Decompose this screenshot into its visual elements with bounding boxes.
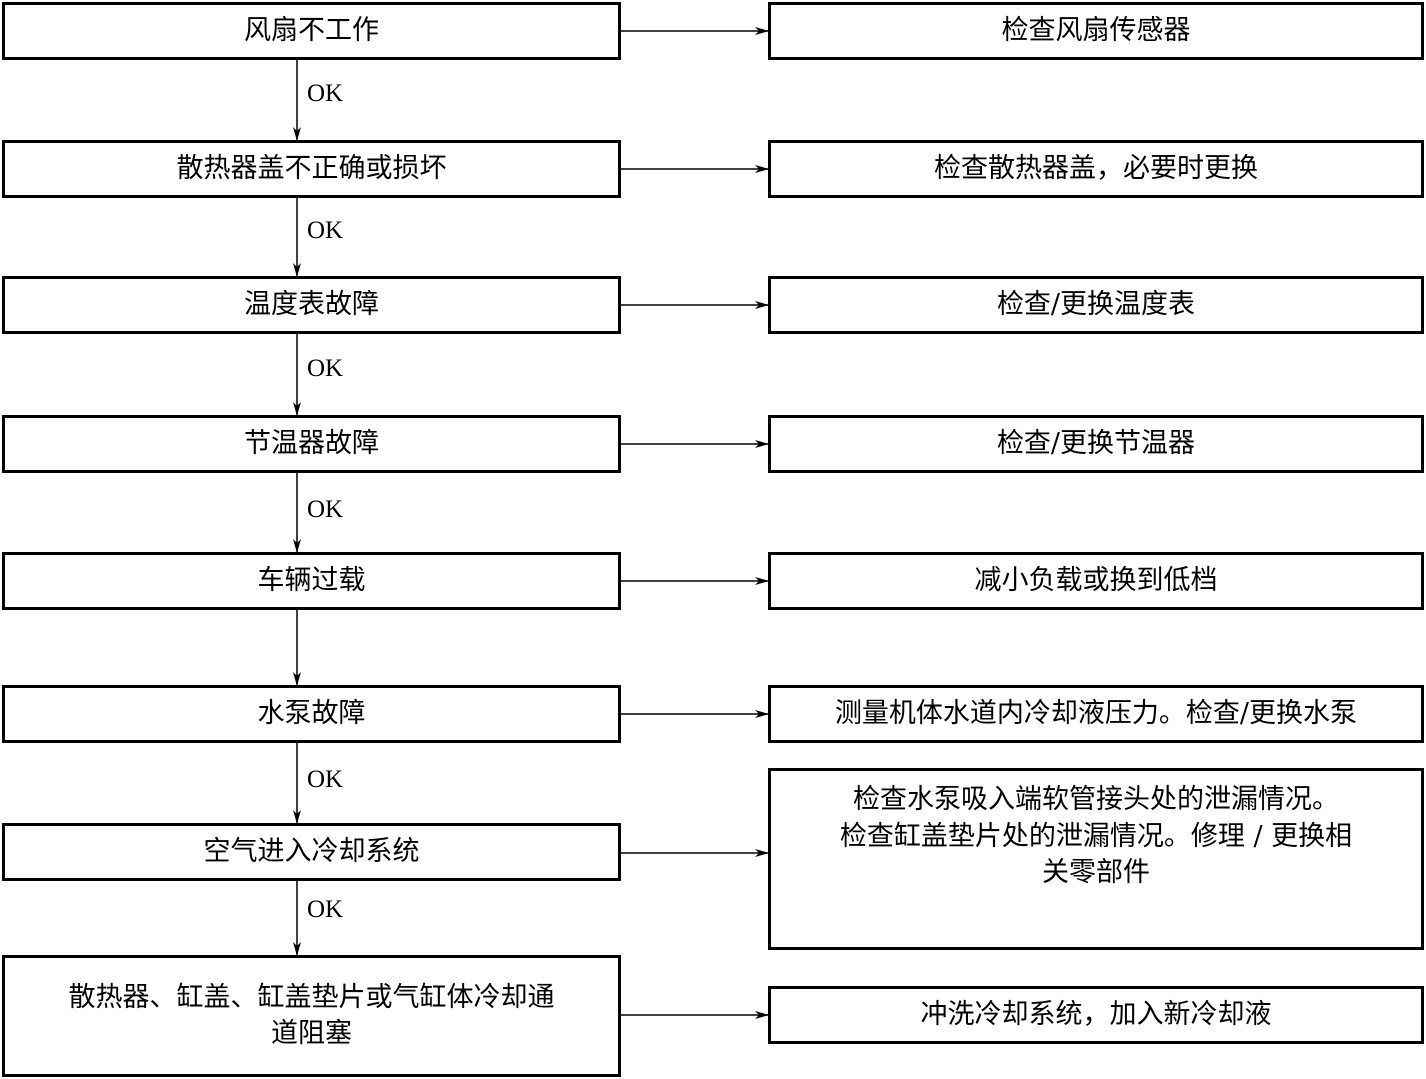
cause-box-fan: 风扇不工作 — [2, 2, 621, 60]
cause-text: 风扇不工作 — [244, 14, 379, 46]
cause-box-thermostat: 节温器故障 — [2, 415, 621, 473]
cause-box-water-pump: 水泵故障 — [2, 685, 621, 743]
action-box-water-pump: 测量机体水道内冷却液压力。检查/更换水泵 — [768, 685, 1424, 743]
cause-text: 散热器、缸盖、缸盖垫片或气缸体冷却通 道阻塞 — [68, 981, 555, 1049]
cause-box-air-in-system: 空气进入冷却系统 — [2, 823, 621, 881]
flow-label-ok: OK — [307, 496, 344, 523]
action-box-overload: 减小负载或换到低档 — [768, 552, 1424, 610]
flow-label-ok: OK — [307, 80, 344, 107]
action-box-temp-gauge: 检查/更换温度表 — [768, 276, 1424, 334]
flow-label-ok: OK — [307, 896, 344, 923]
action-text: 检查散热器盖，必要时更换 — [934, 152, 1258, 184]
cause-box-radiator-cap: 散热器盖不正确或损坏 — [2, 140, 621, 198]
flow-label-ok: OK — [307, 766, 344, 793]
action-box-thermostat: 检查/更换节温器 — [768, 415, 1424, 473]
action-text: 减小负载或换到低档 — [974, 564, 1218, 596]
action-text: 检查水泵吸入端软管接头处的泄漏情况。 检查缸盖垫片处的泄漏情况。修理 / 更换相… — [839, 784, 1353, 889]
action-box-radiator-cap: 检查散热器盖，必要时更换 — [768, 140, 1424, 198]
flow-label-ok: OK — [307, 355, 344, 382]
action-text: 冲洗冷却系统，加入新冷却液 — [920, 998, 1272, 1030]
action-box-passage-blocked: 冲洗冷却系统，加入新冷却液 — [768, 986, 1424, 1044]
cause-text: 散热器盖不正确或损坏 — [176, 152, 447, 184]
cause-text: 水泵故障 — [257, 697, 366, 729]
action-box-fan: 检查风扇传感器 — [768, 2, 1424, 60]
action-text: 测量机体水道内冷却液压力。检查/更换水泵 — [834, 697, 1358, 729]
cause-box-temp-gauge: 温度表故障 — [2, 276, 621, 334]
cause-box-overload: 车辆过载 — [2, 552, 621, 610]
cause-text: 节温器故障 — [244, 427, 379, 459]
action-text: 检查风扇传感器 — [1001, 14, 1191, 46]
action-box-air-in-system: 检查水泵吸入端软管接头处的泄漏情况。 检查缸盖垫片处的泄漏情况。修理 / 更换相… — [768, 768, 1424, 950]
cause-text: 温度表故障 — [244, 288, 379, 320]
flow-label-ok: OK — [307, 217, 344, 244]
cause-box-passage-blocked: 散热器、缸盖、缸盖垫片或气缸体冷却通 道阻塞 — [2, 955, 621, 1077]
cause-text: 车辆过载 — [257, 564, 366, 596]
cause-text: 空气进入冷却系统 — [203, 835, 420, 867]
action-text: 检查/更换温度表 — [996, 288, 1196, 320]
action-text: 检查/更换节温器 — [996, 427, 1196, 459]
